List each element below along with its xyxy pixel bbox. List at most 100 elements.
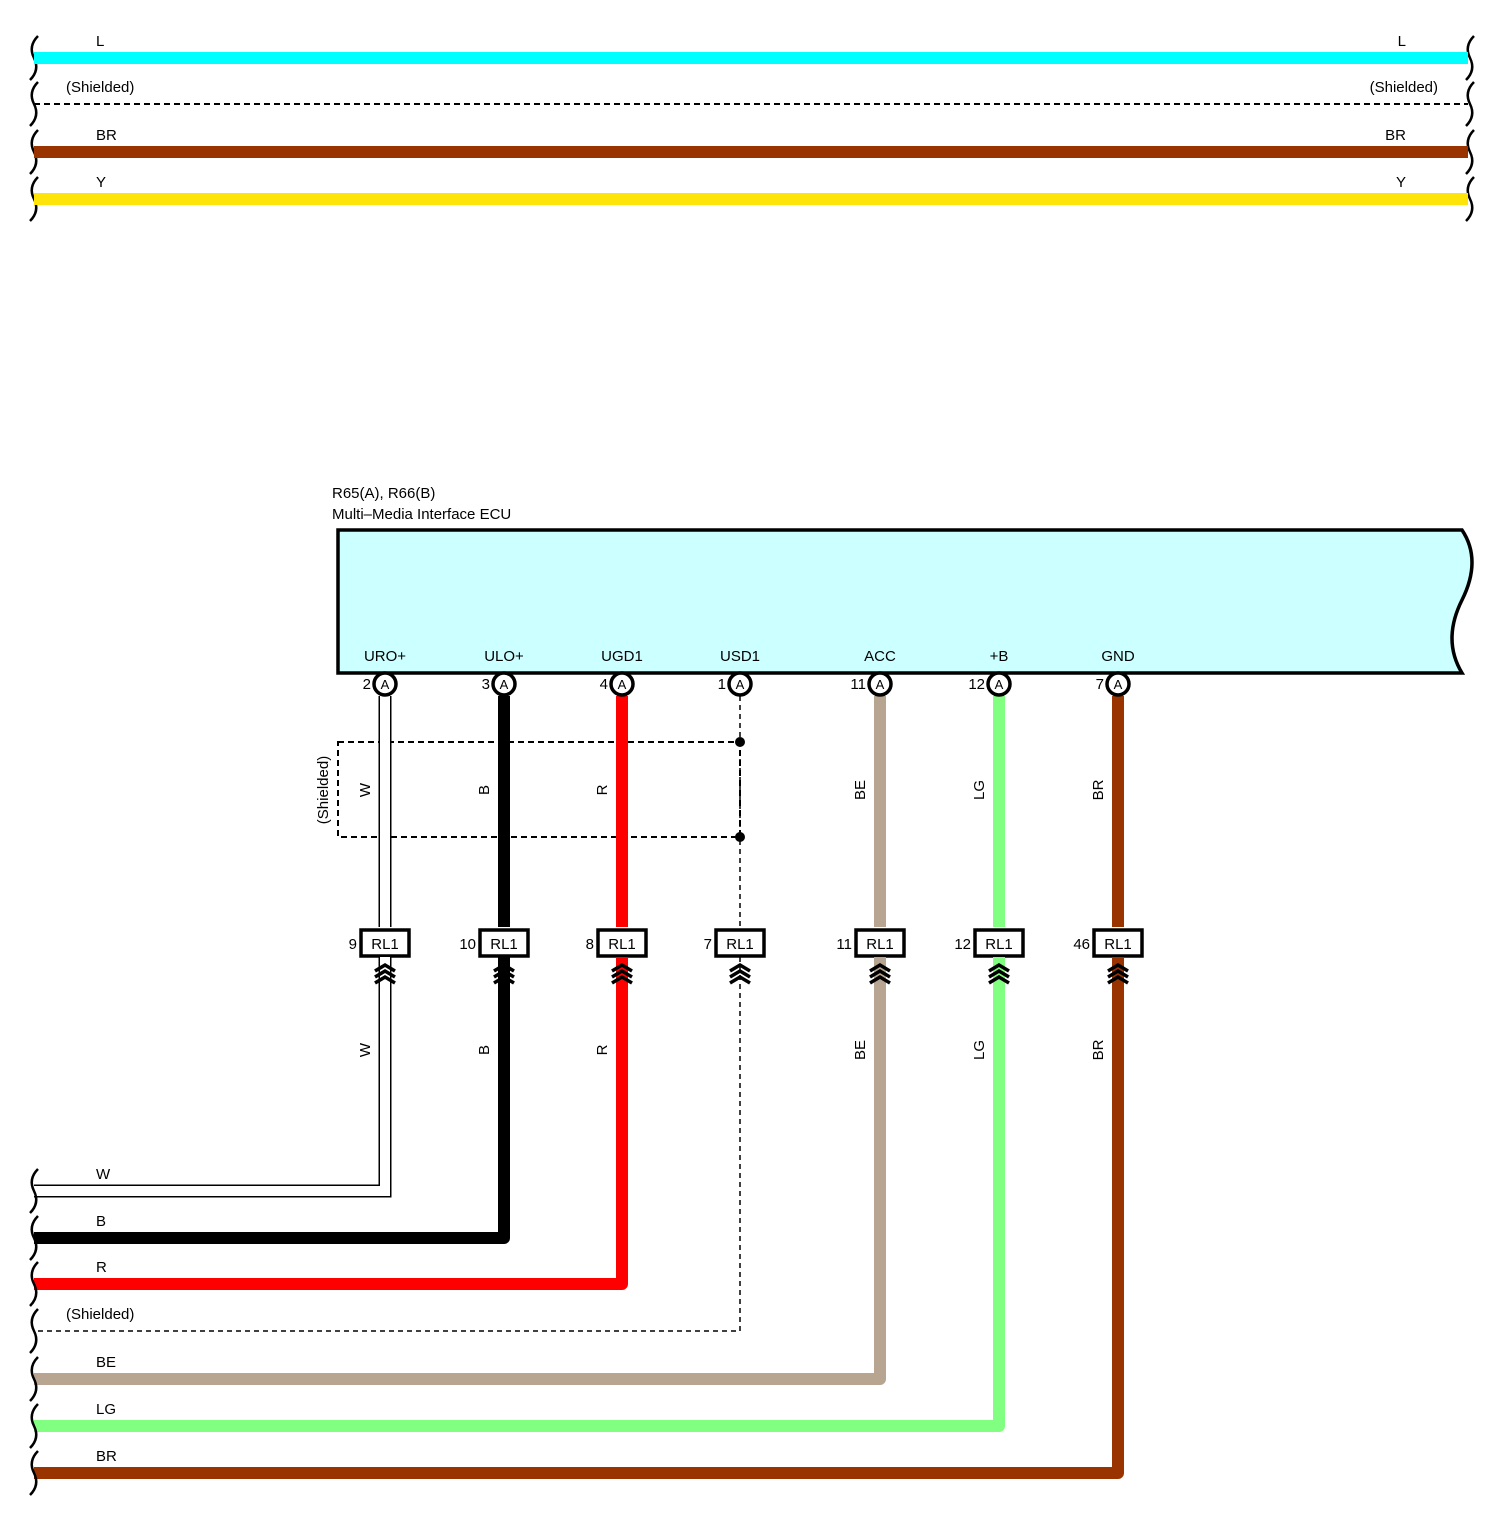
terminal-name: USD1 <box>720 648 760 665</box>
pin-number: 1 <box>718 676 726 693</box>
connector-chevron <box>869 974 891 985</box>
top-wire-label-right: L <box>1398 33 1406 50</box>
junction-pin-number: 7 <box>704 936 712 953</box>
pin-connector-letter: A <box>1114 677 1123 692</box>
junction-pin-number: 46 <box>1073 936 1090 953</box>
wire-break-mark <box>29 1450 39 1496</box>
wire-break-mark <box>29 1308 39 1354</box>
bottom-wire-label: BR <box>96 1448 117 1465</box>
pin-connector-circle <box>986 671 1012 697</box>
wire-w-lower-outline <box>34 957 392 1198</box>
junction-name: RL1 <box>985 936 1013 953</box>
pin-connector-letter: A <box>500 677 509 692</box>
connector-chevron <box>374 968 396 979</box>
junction-connector-box <box>1092 928 1144 958</box>
connector-chevron <box>988 974 1010 985</box>
bottom-wire-label: LG <box>96 1401 116 1418</box>
connector-chevron <box>493 962 515 973</box>
pin-number: 2 <box>363 676 371 693</box>
wire-w-lower <box>34 957 390 1196</box>
junction-pin-number: 12 <box>954 936 971 953</box>
connector-chevron <box>988 968 1010 979</box>
junction-connector-box <box>973 928 1025 958</box>
wire-shielded-lower <box>34 957 741 1332</box>
wire-color-label-lower: R <box>594 1044 611 1055</box>
wire-break-mark <box>29 1168 39 1214</box>
ecu-code: R65(A), R66(B) <box>332 485 435 502</box>
wire-color-label: LG <box>971 780 988 800</box>
junction-pin-number: 11 <box>836 936 852 953</box>
connector-chevron <box>1107 962 1129 973</box>
junction-connector-box <box>714 928 766 958</box>
shield-label: (Shielded) <box>315 756 332 824</box>
junction-name: RL1 <box>1104 936 1132 953</box>
pin-connector-letter: A <box>381 677 390 692</box>
connector-chevron <box>374 974 396 985</box>
wire-color-label-lower: BE <box>852 1040 869 1060</box>
wire-color-label: BE <box>852 780 869 800</box>
pin-number: 4 <box>600 676 608 693</box>
wire-break-mark <box>29 1356 39 1402</box>
wire-color-label-lower: W <box>357 1042 374 1057</box>
ecu-pins: URO+A2WRL19WULO+A3BRL110BUGD1A4RRL18RUSD… <box>34 648 1144 1479</box>
wire-b-lower <box>34 957 510 1244</box>
connector-chevron <box>611 974 633 985</box>
bottom-wire-label: BE <box>96 1354 116 1371</box>
junction-connector-box <box>854 928 906 958</box>
connector-chevron <box>869 962 891 973</box>
wire-color-label-lower: LG <box>971 1040 988 1060</box>
wire-break-mark <box>1465 176 1475 222</box>
pin-connector-circle <box>867 671 893 697</box>
connector-chevron <box>493 968 515 979</box>
connector-chevron <box>869 968 891 979</box>
junction-name: RL1 <box>608 936 636 953</box>
ecu-body <box>336 528 1474 675</box>
connector-chevron <box>988 962 1010 973</box>
wire-break-mark <box>29 1403 39 1449</box>
connector-chevron <box>611 968 633 979</box>
wire-color-label-lower: B <box>476 1045 493 1055</box>
junction-pin-number: 10 <box>459 936 476 953</box>
top-wire-label-left: (Shielded) <box>66 79 134 96</box>
bottom-wire-label: (Shielded) <box>66 1306 134 1323</box>
top-wire-label-left: Y <box>96 174 106 191</box>
bottom-wire-label: W <box>96 1166 111 1183</box>
pin-number: 7 <box>1096 676 1104 693</box>
connector-chevron <box>374 962 396 973</box>
wire-color-label-lower: BR <box>1090 1039 1107 1060</box>
terminal-name: URO+ <box>364 648 406 665</box>
terminal-name: ACC <box>864 648 896 665</box>
terminal-name: GND <box>1101 648 1135 665</box>
pin-connector-letter: A <box>618 677 627 692</box>
connector-chevron <box>611 962 633 973</box>
junction-connector-box <box>359 928 411 958</box>
terminal-name: +B <box>990 648 1009 665</box>
junction-pin-number: 8 <box>586 936 594 953</box>
pin-connector-letter: A <box>876 677 885 692</box>
wire-color-label: B <box>476 785 493 795</box>
top-wire-label-right: BR <box>1385 127 1406 144</box>
connector-chevron <box>493 974 515 985</box>
wire-break-mark <box>1465 129 1475 175</box>
junction-name: RL1 <box>726 936 754 953</box>
wire-break-mark <box>29 1215 39 1261</box>
wire-color-label: W <box>357 782 374 797</box>
bottom-wire-label: R <box>96 1259 107 1276</box>
pin-number: 11 <box>850 676 866 693</box>
pin-connector-circle <box>609 671 635 697</box>
wire-be-lower <box>34 957 886 1385</box>
pin-connector-circle <box>1105 671 1131 697</box>
wire-r-lower <box>34 957 628 1290</box>
ecu-name: Multi–Media Interface ECU <box>332 506 511 523</box>
top-wire-label-left: BR <box>96 127 117 144</box>
connector-chevron <box>729 968 751 979</box>
bottom-wire-label: B <box>96 1213 106 1230</box>
top-wire-label-left: L <box>96 33 104 50</box>
